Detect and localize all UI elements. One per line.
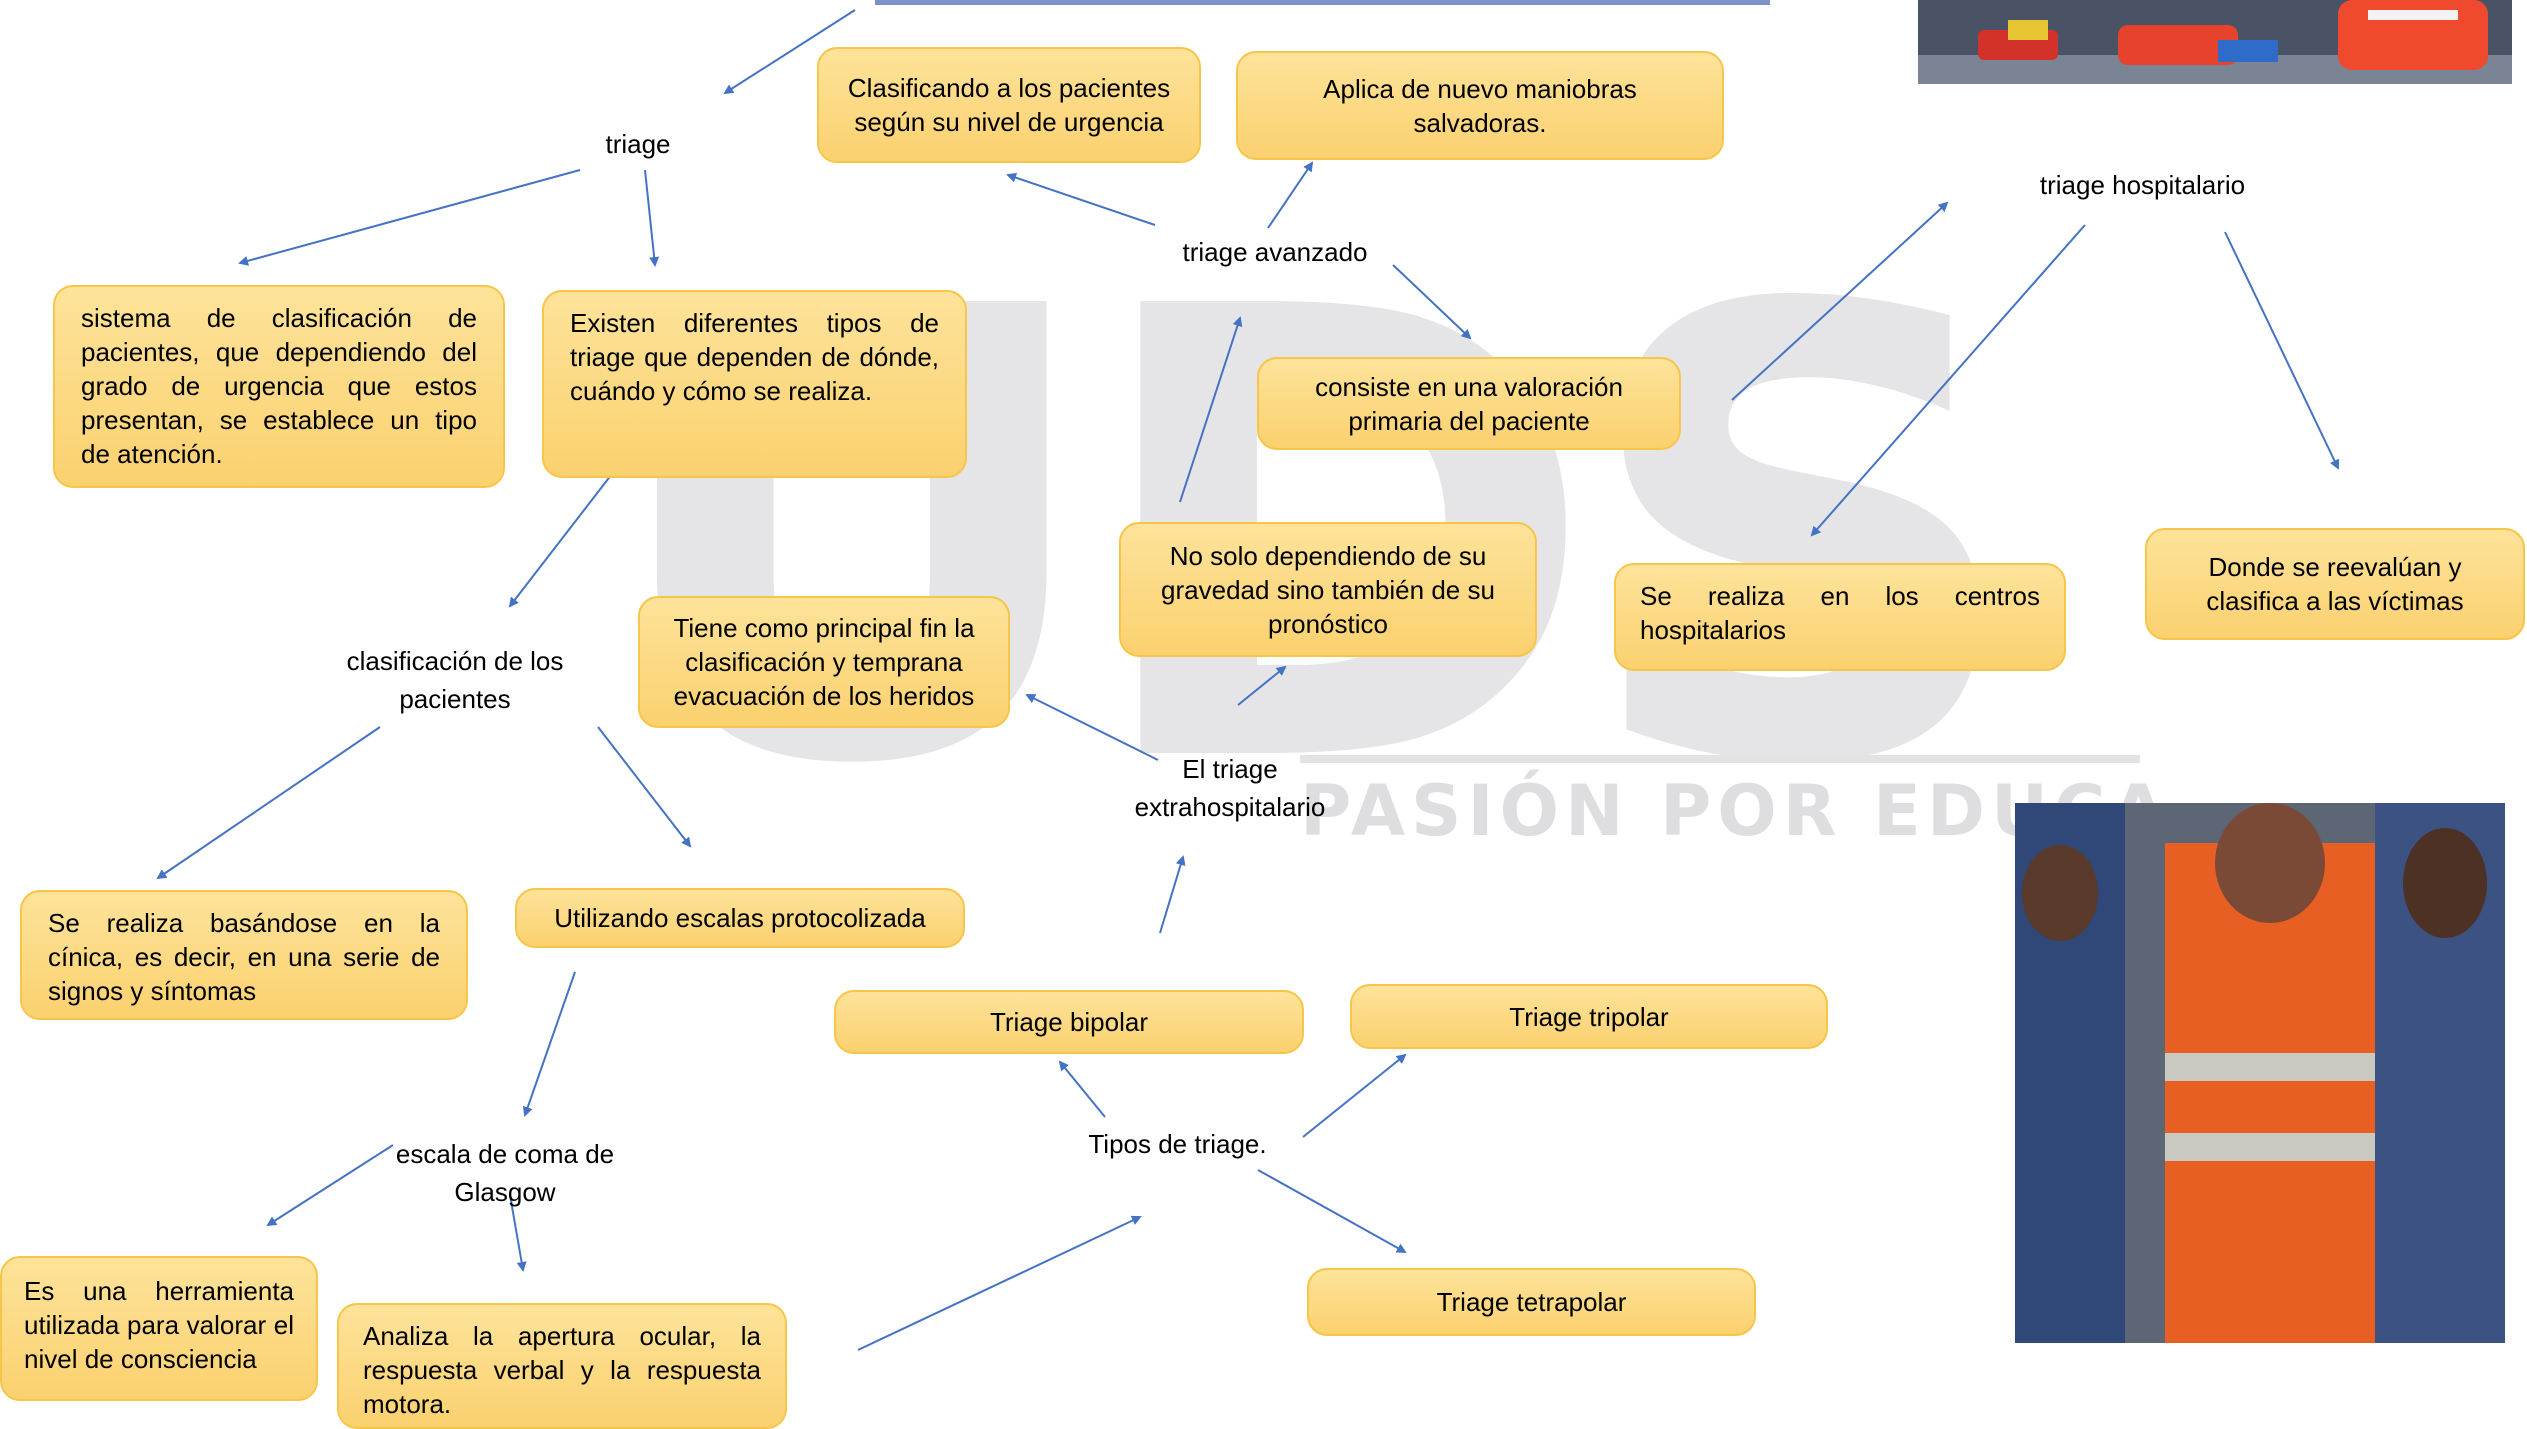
glasgow-label-line1: escala de coma de [395, 1139, 615, 1169]
extra-label-line1: El triage [1182, 754, 1278, 784]
watermark-rule [1300, 755, 2140, 763]
triage-hospitalario-label: triage hospitalario [2039, 170, 2246, 200]
triage-tripolar-box: Triage tripolar [1350, 984, 1828, 1049]
emergency-team-photo [2015, 803, 2505, 1343]
maniobras-box: Aplica de nuevo maniobras salvadoras. [1236, 51, 1724, 160]
herramienta-box: Es una herramienta utilizada para valora… [0, 1256, 318, 1401]
clinica-box: Se realiza basándose en la cínica, es de… [20, 890, 468, 1020]
evacuacion-box: Tiene como principal fin la clasificació… [638, 596, 1010, 728]
paramedics-photo [1918, 0, 2512, 84]
clasificacion-pacientes-label: clasificación de los pacientes [325, 642, 585, 718]
triage-extrahospitalario-label: El triage extrahospitalario [1090, 750, 1370, 826]
title-underline [875, 0, 1770, 5]
escalas-protocolizadas-box: Utilizando escalas protocolizada [515, 888, 965, 948]
tipos-triage-label: Tipos de triage. [1088, 1129, 1267, 1159]
sistema-clasificacion-box: sistema de clasificación de pacientes, q… [53, 285, 505, 488]
extra-label-line2: extrahospitalario [1134, 792, 1326, 822]
analiza-box: Analiza la apertura ocular, la respuesta… [337, 1303, 787, 1429]
clasificacion-label-line2: pacientes [399, 684, 511, 714]
reevaluan-box: Donde se reevalúan y clasifica a las víc… [2145, 528, 2525, 640]
triage-bipolar-box: Triage bipolar [834, 990, 1304, 1054]
glasgow-label-line2: Glasgow [454, 1177, 556, 1207]
centros-hospitalarios-box: Se realiza en los centros hospitalarios [1614, 563, 2066, 671]
tipos-de-triage-box: Existen diferentes tipos de triage que d… [542, 290, 967, 478]
glasgow-label: escala de coma de Glasgow [375, 1135, 635, 1211]
triage-label: triage [605, 129, 671, 159]
clasificando-box: Clasificando a los pacientes según su ni… [817, 47, 1201, 163]
triage-avanzado-label: triage avanzado [1182, 237, 1368, 267]
valoracion-primaria-box: consiste en una valoración primaria del … [1257, 357, 1681, 450]
triage-tetrapolar-box: Triage tetrapolar [1307, 1268, 1756, 1336]
pronostico-box: No solo dependiendo de su gravedad sino … [1119, 522, 1537, 657]
clasificacion-label-line1: clasificación de los [346, 646, 564, 676]
